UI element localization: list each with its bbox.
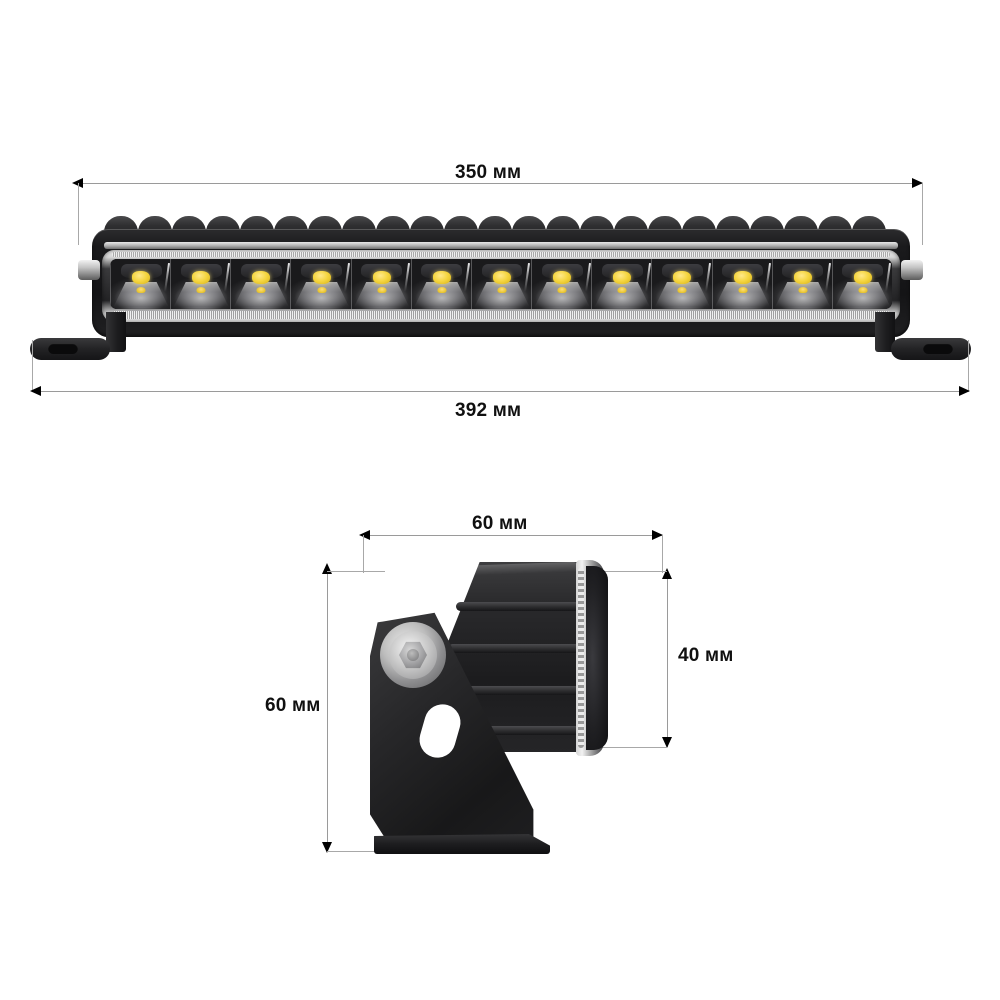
lens-bottom-bead bbox=[112, 311, 890, 319]
dim-height-60-arrow-top bbox=[322, 563, 332, 574]
dim-350-arrow-right bbox=[912, 178, 923, 188]
dim-height-40-line bbox=[667, 571, 668, 747]
end-bolt-left bbox=[78, 260, 100, 280]
dim-350-label: 350 мм bbox=[455, 162, 522, 183]
dim-height-60-ext-bottom bbox=[327, 851, 417, 852]
end-bolt-right bbox=[901, 260, 923, 280]
dim-depth-60-arrow-right bbox=[652, 530, 663, 540]
mounting-bracket-right bbox=[875, 312, 971, 360]
cooling-rib bbox=[456, 602, 580, 611]
lens-bead-edge bbox=[578, 568, 584, 748]
led-cell bbox=[771, 259, 834, 309]
dim-350-arrow-left bbox=[72, 178, 83, 188]
dim-height-40-label: 40 мм bbox=[678, 645, 734, 666]
cooling-rib bbox=[442, 686, 580, 695]
lens-face bbox=[586, 566, 608, 750]
chrome-trim-strip bbox=[104, 242, 898, 249]
led-cell bbox=[350, 259, 413, 309]
dim-392-label: 392 мм bbox=[455, 400, 522, 421]
dim-height-60-arrow-bottom bbox=[322, 842, 332, 853]
led-cell bbox=[651, 259, 714, 309]
pivot-bolt-center bbox=[407, 649, 419, 661]
dim-392-ext-left bbox=[32, 340, 33, 392]
dim-height-60-ext-top bbox=[327, 571, 385, 572]
led-cell bbox=[230, 259, 293, 309]
led-light-side-profile bbox=[370, 556, 670, 856]
dim-height-40-arrow-bottom bbox=[662, 737, 672, 748]
led-cell bbox=[110, 259, 173, 309]
lens-window bbox=[102, 250, 900, 322]
led-cell bbox=[591, 259, 654, 309]
dim-depth-60-label: 60 мм bbox=[472, 513, 528, 534]
led-light-bar-front bbox=[30, 216, 971, 361]
mounting-bracket-left bbox=[30, 312, 126, 360]
led-cell bbox=[711, 259, 774, 309]
lens-top-bead bbox=[112, 252, 890, 257]
led-cell bbox=[410, 259, 473, 309]
led-cell bbox=[170, 259, 233, 309]
dim-depth-60-ext-right bbox=[662, 535, 663, 573]
led-cell bbox=[531, 259, 594, 309]
dim-350-ext-right bbox=[922, 183, 923, 245]
led-cell bbox=[470, 259, 534, 309]
cooling-rib bbox=[438, 726, 580, 735]
dim-height-40-ext-bottom bbox=[600, 747, 667, 748]
dim-depth-60-ext-left bbox=[363, 535, 364, 573]
dim-392-arrow-right bbox=[959, 386, 970, 396]
led-cell bbox=[831, 259, 892, 309]
dim-392-arrow-left bbox=[30, 386, 41, 396]
dim-350-line bbox=[78, 183, 923, 184]
led-cell bbox=[290, 259, 353, 309]
dim-height-60-line bbox=[327, 566, 328, 852]
dim-392-line bbox=[32, 391, 968, 392]
reflector-array bbox=[110, 259, 892, 309]
dim-depth-60-line bbox=[363, 535, 663, 536]
cooling-rib bbox=[448, 644, 580, 653]
dim-392-ext-right bbox=[968, 340, 969, 392]
dim-height-40-arrow-top bbox=[662, 568, 672, 579]
dim-height-60-label: 60 мм bbox=[265, 695, 321, 716]
dim-depth-60-arrow-left bbox=[359, 530, 370, 540]
dim-350-ext-left bbox=[78, 183, 79, 245]
bracket-base-foot bbox=[374, 834, 550, 854]
dim-height-40-ext-top bbox=[600, 571, 667, 572]
